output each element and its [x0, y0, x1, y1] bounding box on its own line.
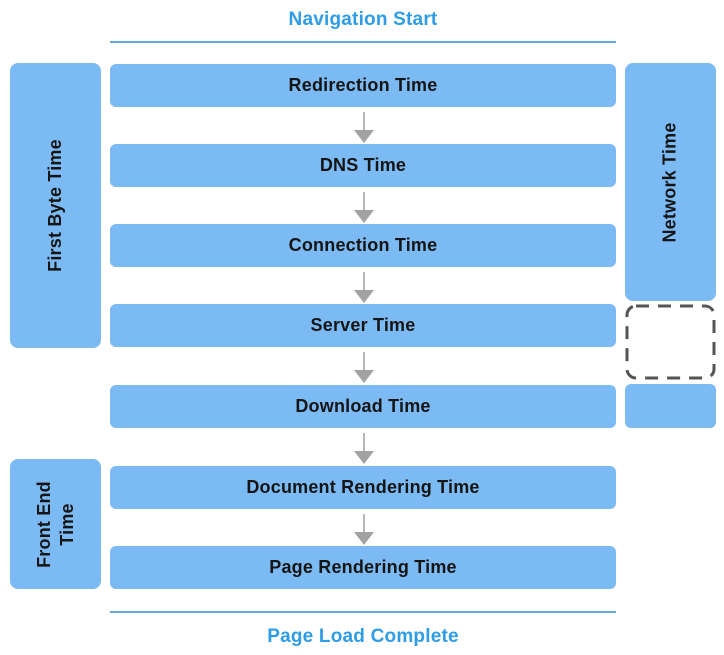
first-byte-time-label: First Byte Time	[45, 139, 65, 272]
step-label: Document Rendering Time	[246, 477, 480, 497]
front-end-time-bar: Front End Time	[10, 459, 101, 589]
step-label: Download Time	[295, 396, 431, 416]
step-label: Connection Time	[288, 235, 438, 255]
arrow-down-icon	[353, 272, 374, 303]
step-label: Page Rendering Time	[269, 557, 457, 577]
network-time-label: Network Time	[660, 121, 681, 243]
step-box: DNS Time	[110, 144, 616, 187]
arrow-down-icon	[353, 192, 374, 223]
step-label: DNS Time	[319, 155, 407, 175]
step-box: Redirection Time	[110, 64, 616, 107]
step-box: Download Time	[110, 385, 616, 428]
page-load-complete-label: Page Load Complete	[267, 626, 459, 647]
step-box: Connection Time	[110, 224, 616, 267]
dashed-outline-box	[625, 304, 716, 380]
step-box: Document Rendering Time	[110, 466, 616, 509]
step-label: Server Time	[310, 315, 416, 335]
network-time-bar: Network Time	[625, 63, 716, 301]
arrow-down-icon	[353, 514, 374, 545]
front-end-time-label: Front End Time	[34, 480, 77, 568]
navigation-start-label: Navigation Start	[288, 9, 438, 30]
bottom-divider-line	[110, 611, 616, 613]
top-divider-line	[110, 41, 616, 43]
step-box: Page Rendering Time	[110, 546, 616, 589]
arrow-down-icon	[353, 112, 374, 143]
first-byte-time-bar: First Byte Time	[10, 63, 101, 348]
arrow-down-icon	[353, 433, 374, 464]
step-label: Redirection Time	[288, 75, 438, 95]
arrow-down-icon	[353, 352, 374, 383]
network-time-extension-bar	[625, 384, 716, 428]
step-box: Server Time	[110, 304, 616, 347]
